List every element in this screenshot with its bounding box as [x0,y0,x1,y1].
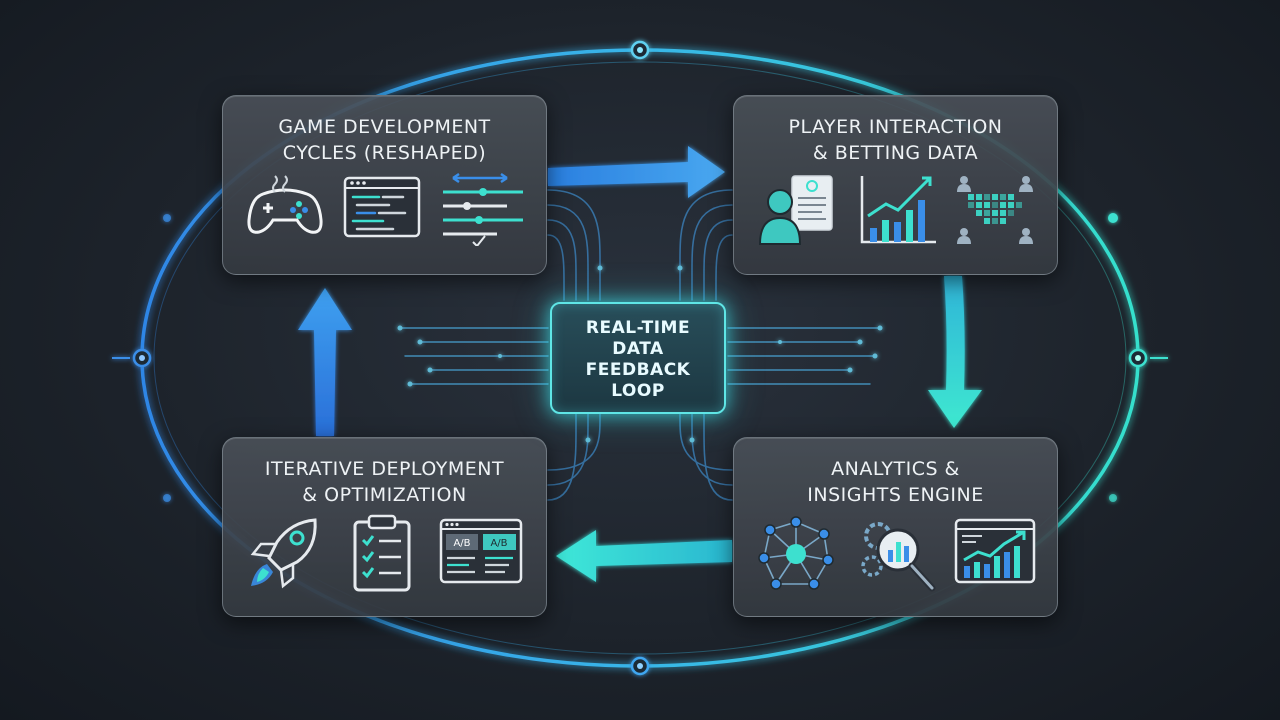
checklist-clipboard-icon [353,514,411,592]
user-heatmap-icon [957,176,1033,244]
card-analytics-engine: ANALYTICS & INSIGHTS ENGINE [733,437,1058,617]
arrow-bottom-left [556,530,732,582]
card-title: ITERATIVE DEPLOYMENT & OPTIMIZATION [264,458,505,506]
card-game-development: GAME DEVELOPMENT CYCLES (RESHAPED) [222,95,547,275]
card-iterative-deployment: ITERATIVE DEPLOYMENT & OPTIMIZATION A/B [222,437,547,617]
arrow-top-right [548,146,725,198]
sliders-icon [443,172,523,246]
circuit-traces [397,189,883,501]
ab-test-window-icon: A/B A/B [439,518,523,584]
arrow-left-up [298,288,352,436]
rocket-icon [250,518,317,589]
orbit-ring-inner [153,61,1127,655]
center-label: REAL-TIME DATA FEEDBACK LOOP [585,318,691,401]
arrow-right-down [928,276,982,428]
magnifier-analytics-icon [861,522,936,592]
ab-label-a: A/B [453,538,470,549]
trend-window-icon [954,518,1036,584]
player-profile-icon [758,175,833,245]
center-feedback-loop: REAL-TIME DATA FEEDBACK LOOP [550,302,726,414]
card-title: GAME DEVELOPMENT CYCLES (RESHAPED) [278,116,491,164]
code-window-icon [343,176,421,238]
card-player-interaction: PLAYER INTERACTION & BETTING DATA [733,95,1058,275]
gamepad-icon [247,175,323,234]
orbit-node-dots [112,40,1168,676]
bar-chart-icon [860,176,936,244]
network-nodes-icon [758,516,834,590]
card-title: ANALYTICS & INSIGHTS ENGINE [807,458,984,506]
card-title: PLAYER INTERACTION & BETTING DATA [788,116,1003,164]
ab-label-b: A/B [490,538,507,549]
